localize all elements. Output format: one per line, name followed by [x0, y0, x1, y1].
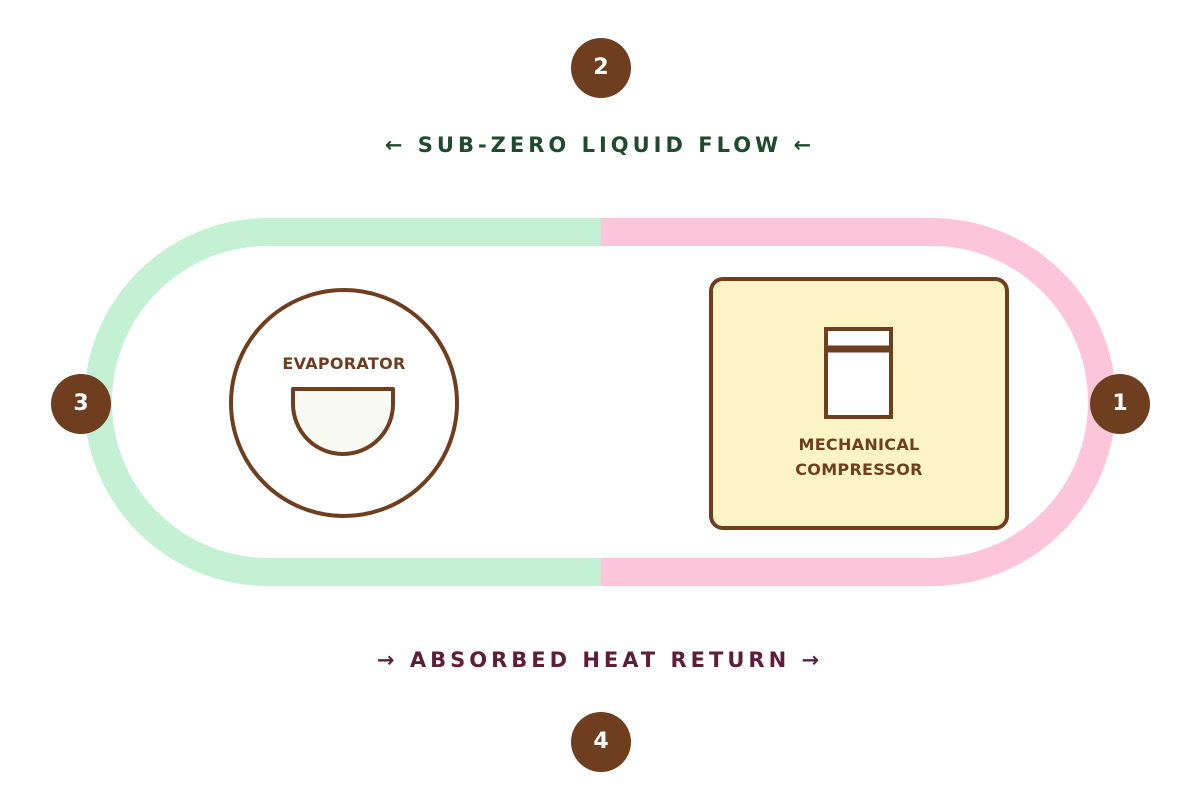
- liquid-flow-label: ← SUB-ZERO LIQUID FLOW ←: [384, 133, 816, 157]
- stage-badge-2: 2: [571, 38, 631, 98]
- evaporator-label: EVAPORATOR: [282, 354, 406, 373]
- compressor-label-line1: MECHANICAL: [798, 435, 920, 454]
- heat-return-label: → ABSORBED HEAT RETURN →: [376, 648, 824, 672]
- compressor-node: [709, 277, 1009, 530]
- compressor-label: MECHANICAL COMPRESSOR: [711, 432, 1007, 482]
- compressor-label-line2: COMPRESSOR: [795, 460, 923, 479]
- stage-badge-4: 4: [571, 712, 631, 772]
- stage-badge-3: 3: [51, 374, 111, 434]
- evaporator-node: [229, 288, 459, 518]
- compressor-unit-icon: [824, 327, 893, 419]
- stage-badge-1: 1: [1090, 374, 1150, 434]
- bowl-icon: [291, 387, 395, 456]
